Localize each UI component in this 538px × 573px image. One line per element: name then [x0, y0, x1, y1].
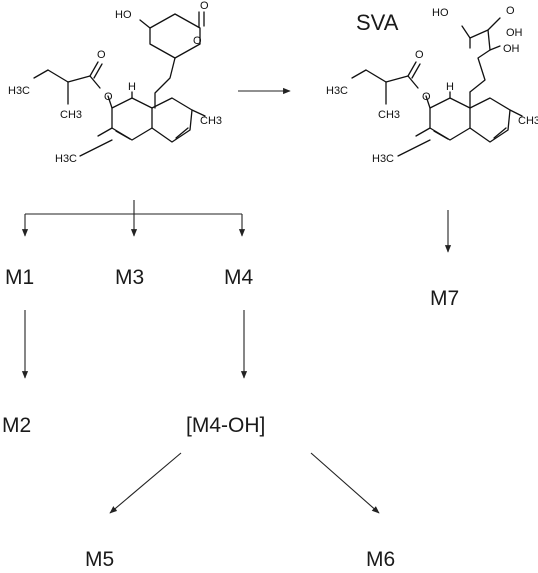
atom-o-ester-right: O	[422, 91, 431, 103]
atom-h3c-ethyl-left: H3C	[8, 85, 30, 97]
node-m7: M7	[430, 287, 459, 310]
atom-ch3-ring-left: CH3	[200, 115, 222, 127]
atom-o-ester-left: O	[104, 91, 113, 103]
node-m2: M2	[2, 414, 31, 437]
atom-oh-acid-mid: OH	[503, 43, 520, 55]
atom-ch3-branch-right: CH3	[378, 109, 400, 121]
node-m5: M5	[85, 548, 114, 571]
reaction-arrows	[21, 87, 452, 514]
node-sva: SVA	[356, 10, 399, 35]
node-m4: M4	[224, 266, 253, 289]
node-m1: M1	[5, 266, 34, 289]
atom-o-ring-lactone: O	[193, 35, 202, 47]
atom-h-right: H	[446, 81, 454, 93]
atom-o-carbonyl-left: O	[97, 49, 106, 61]
atom-h3c-ring-left: H3C	[55, 153, 77, 165]
atom-ho-acid-top: HO	[432, 7, 449, 19]
atom-ch3-branch-left: CH3	[60, 109, 82, 121]
atom-h-left: H	[128, 81, 136, 93]
atom-h3c-ring-right: H3C	[372, 153, 394, 165]
atom-h3c-ethyl-right: H3C	[326, 85, 348, 97]
node-m3: M3	[115, 266, 144, 289]
atom-oh-acid: OH	[506, 27, 523, 39]
node-m6: M6	[366, 548, 395, 571]
atom-ch3-ring-right: CH3	[518, 115, 538, 127]
simvastatin-acid-structure: HO O OH OH O O H H3C CH3 CH3 H3C	[326, 5, 538, 165]
atom-ho-lactone: HO	[115, 9, 132, 21]
atom-o-carbonyl-lactone: O	[200, 0, 209, 12]
arrow-m4oh-to-m6	[310, 452, 380, 514]
arrow-m4oh-to-m5	[109, 452, 182, 514]
atom-o-carbonyl-right: O	[415, 49, 424, 61]
atom-o-acid: O	[506, 5, 515, 17]
simvastatin-lactone-structure: HO O O O O H H3C CH3 CH3 H3C	[8, 0, 222, 165]
node-m4-oh: [M4-OH]	[186, 414, 265, 437]
